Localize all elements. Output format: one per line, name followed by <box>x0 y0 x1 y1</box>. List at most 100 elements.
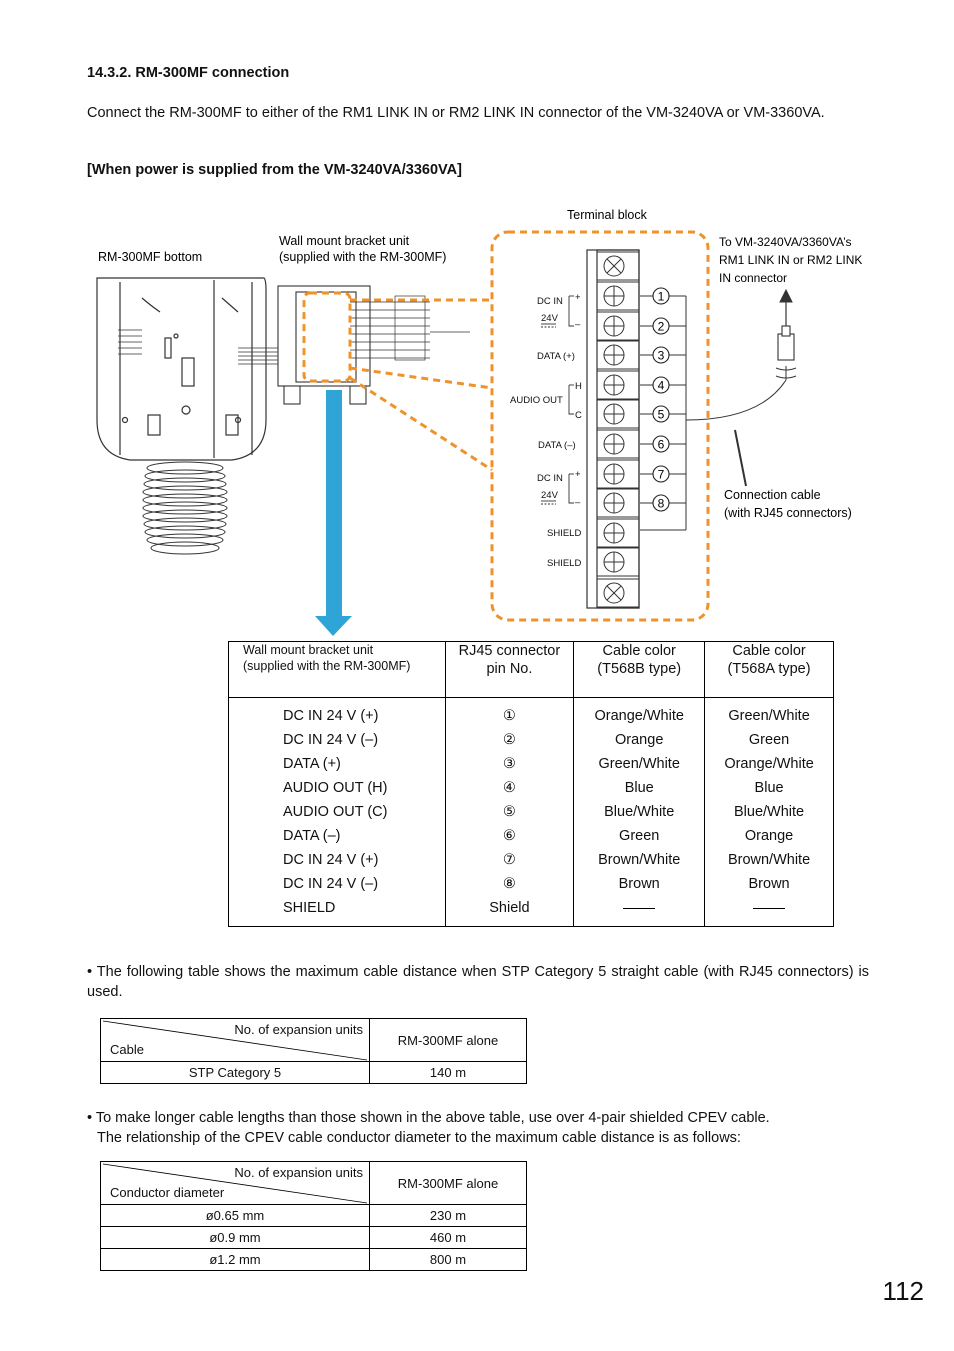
svg-text:–: – <box>575 497 581 508</box>
table-cell: Brown <box>748 876 790 892</box>
svg-text:+: + <box>575 292 581 303</box>
table-cell: Green <box>748 732 790 748</box>
svg-text:SHIELD: SHIELD <box>547 558 581 569</box>
bracket-label-line2: (supplied with the RM-300MF) <box>279 250 446 264</box>
svg-text:DC IN: DC IN <box>537 296 563 307</box>
diag-header-cell: No. of expansion units Conductor diamete… <box>100 1161 370 1205</box>
table-cell: ① <box>502 708 516 724</box>
screw-icon <box>596 399 640 429</box>
svg-text:24V: 24V <box>541 313 559 324</box>
row-label: ø0.9 mm <box>100 1226 370 1249</box>
svg-text:6: 6 <box>658 438 665 452</box>
connection-cable-line1: Connection cable <box>724 488 821 502</box>
svg-text:3: 3 <box>658 349 665 363</box>
svg-text:+: + <box>575 469 581 480</box>
terminal-block-label: Terminal block <box>567 208 648 222</box>
table-cell: Blue/White <box>734 804 805 820</box>
row-label: STP Category 5 <box>100 1061 370 1084</box>
svg-text:DC IN: DC IN <box>537 473 563 484</box>
section-title: 14.3.2. RM-300MF connection <box>87 65 290 81</box>
svg-text:2: 2 <box>658 320 665 334</box>
rm300mf-device <box>96 277 290 555</box>
page-number: 112 <box>882 1276 924 1306</box>
table-cell: Brown/White <box>727 852 811 868</box>
table-cell: Shield <box>489 900 530 916</box>
pin-number-labels: 1 2 3 4 5 6 7 8 <box>652 287 670 512</box>
table-cell: DC IN 24 V (–) <box>283 732 379 748</box>
table-cell: AUDIO OUT (C) <box>283 804 388 820</box>
table-cell: ④ <box>502 780 516 796</box>
down-arrow-icon <box>315 390 352 636</box>
svg-text:DATA (+): DATA (+) <box>537 351 575 362</box>
pin-number-3: 3 <box>652 346 670 364</box>
header-t568a: Cable color (T568A type) <box>704 641 834 698</box>
pin-number-1: 1 <box>652 287 670 305</box>
screw-icon <box>596 340 640 370</box>
screw-icon <box>596 488 640 518</box>
screw-icon <box>596 429 640 459</box>
table-cell: ③ <box>502 756 516 772</box>
table-cell <box>706 896 832 920</box>
table-cell: ② <box>502 732 516 748</box>
svg-text:AUDIO OUT: AUDIO OUT <box>510 395 563 406</box>
pin-number-2: 2 <box>652 317 670 335</box>
svg-text:8: 8 <box>658 497 665 511</box>
pin-numbers-column: ① ② ③ ④ ⑤ ⑥ ⑦ ⑧ Shield <box>447 704 573 920</box>
table-cell: DATA (–) <box>283 828 341 844</box>
table-cell: ⑧ <box>502 876 516 892</box>
bullet-stp-cable: • The following table shows the maximum … <box>87 964 869 1000</box>
pin-number-4: 4 <box>652 376 670 394</box>
wall-mount-bracket <box>277 285 470 405</box>
svg-text:–: – <box>575 319 581 330</box>
connection-diagram: Terminal block RM-300MF bottom Wall moun… <box>96 208 862 636</box>
connection-cable-line2: (with RJ45 connectors) <box>724 506 852 520</box>
table-cell <box>575 896 703 920</box>
table-cell: DC IN 24 V (–) <box>283 876 379 892</box>
svg-text:SHIELD: SHIELD <box>547 528 581 539</box>
svg-text:5: 5 <box>658 408 665 422</box>
screw-icon <box>596 311 640 341</box>
col-header-rm300mf-alone: RM-300MF alone <box>369 1018 527 1062</box>
table-cell: Brown <box>618 876 660 892</box>
table-cell: Orange/White <box>724 756 814 772</box>
table-cell: DATA (+) <box>283 756 341 772</box>
svg-text:4: 4 <box>658 379 665 393</box>
svg-text:1: 1 <box>658 290 665 304</box>
table-cell: AUDIO OUT (H) <box>283 780 388 796</box>
table-cell: Orange <box>744 828 794 844</box>
blank-screw-icon <box>596 251 640 281</box>
bracket-label-line1: Wall mount bracket unit <box>279 234 410 248</box>
pin-number-7: 7 <box>652 465 670 483</box>
row-value: 140 m <box>369 1061 527 1084</box>
header-t568b: Cable color (T568B type) <box>573 641 706 698</box>
highlight-outline <box>302 230 710 622</box>
table-cell: Blue <box>624 780 654 796</box>
svg-text:7: 7 <box>658 468 665 482</box>
rj45-plug-icon <box>775 325 797 379</box>
row-value: 800 m <box>369 1248 527 1271</box>
svg-text:C: C <box>575 410 582 421</box>
table-cell: Orange <box>615 732 664 748</box>
to-vm-line3: IN connector <box>719 271 787 285</box>
table-cell: DC IN 24 V (+) <box>283 852 379 868</box>
blank-screw-icon <box>596 578 640 608</box>
to-vm-line1: To VM-3240VA/3360VA’s <box>719 235 852 249</box>
not-applicable-dash <box>623 907 656 909</box>
table-cell: ⑦ <box>502 852 516 868</box>
terminal-screws <box>596 251 640 608</box>
pin-mapping-table: Wall mount bracket unit (supplied with t… <box>228 641 834 927</box>
rm300mf-bottom-label: RM-300MF bottom <box>98 250 202 264</box>
header-rj45-pin: RJ45 connector pin No. <box>444 641 575 698</box>
svg-text:DATA (–): DATA (–) <box>538 440 576 451</box>
table-cell: Green/White <box>728 708 810 724</box>
pin-number-6: 6 <box>652 435 670 453</box>
table-cell: Brown/White <box>598 852 681 868</box>
table-cell: SHIELD <box>283 900 336 916</box>
screw-icon <box>596 281 640 311</box>
screw-icon <box>596 370 640 400</box>
intro-paragraph: Connect the RM-300MF to either of the RM… <box>87 105 825 121</box>
stp-distance-table: No. of expansion units Cable RM-300MF al… <box>100 1018 527 1084</box>
table-cell: ⑥ <box>502 828 516 844</box>
table-cell: ⑤ <box>502 804 516 820</box>
